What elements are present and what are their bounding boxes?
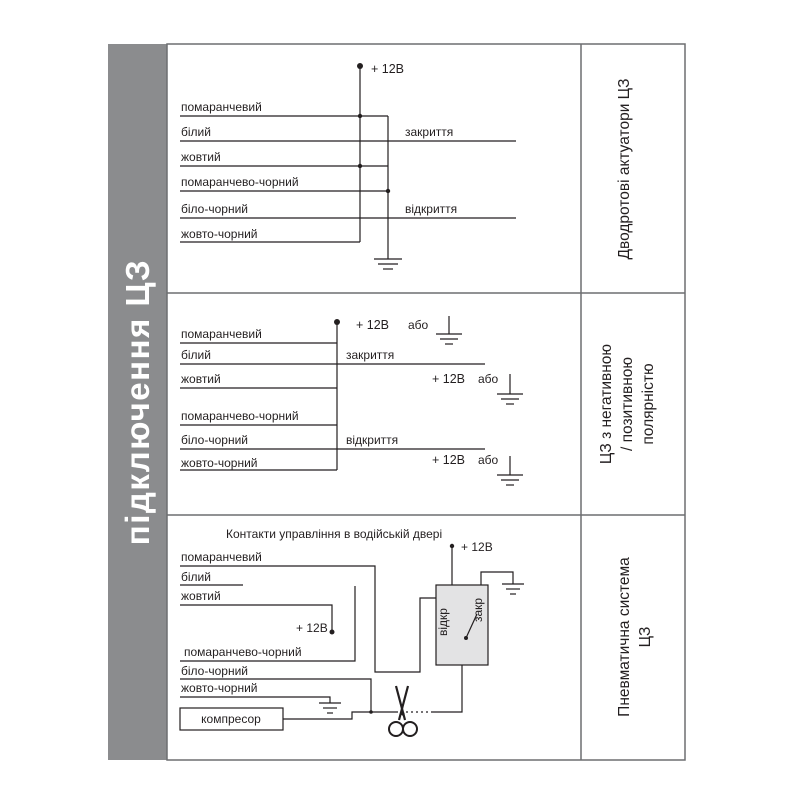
unlock-label: відкриття (346, 433, 398, 447)
wire-label-orange-black: помаранчево-чорний (184, 645, 302, 659)
wire-label-yellow-black: жовто-чорний (181, 681, 257, 695)
wire-label-yellow: жовтий (181, 372, 221, 386)
power-label: + 12В (296, 621, 328, 635)
panel-polarity-locking: + 12В або помаранчевий білий закриття жо… (180, 316, 657, 486)
power-label: + 12В (461, 540, 493, 554)
wire-label-white-black: біло-чорний (181, 433, 248, 447)
wire-label-orange: помаранчевий (181, 550, 262, 564)
panel-caption-line-1: Пневматична система (616, 557, 633, 717)
lock-label: закриття (346, 348, 394, 362)
junction-dot (357, 113, 363, 119)
junction-dot (357, 163, 363, 169)
wire-label-yellow: жовтий (181, 150, 221, 164)
or-label: або (478, 372, 499, 386)
wire-label-yellow: жовтий (181, 589, 221, 603)
junction-dot (329, 629, 335, 635)
panel-caption: Дводротові актуатори ЦЗ (616, 79, 633, 260)
panel-pneumatic-system: Контакти управління в водійській двері +… (179, 527, 654, 737)
wire-label-yellow-black: жовто-чорний (181, 227, 257, 241)
wire-label-white: білий (181, 348, 211, 362)
ground-icon (502, 583, 524, 595)
scissors-icon (388, 685, 418, 737)
panel-caption-line-3: полярністю (640, 363, 657, 444)
door-contacts-header: Контакти управління в водійській двері (226, 527, 442, 541)
outer-frame (166, 43, 686, 761)
panel-two-wire-actuators: + 12В помаранчевий білий закриття жовтий… (180, 62, 633, 270)
wire-label-orange: помаранчевий (181, 100, 262, 114)
switch-ground-wire (480, 571, 514, 585)
lock-label: закриття (405, 125, 453, 139)
wire-label-orange-black: помаранчево-чорний (181, 175, 299, 189)
switch-return-wire (433, 665, 463, 713)
wire-label-orange-black: помаранчево-чорний (181, 409, 299, 423)
sidebar: підключення ЦЗ (108, 44, 167, 760)
wire-orange (180, 565, 436, 673)
wire-label-white: білий (181, 125, 211, 139)
wire-label-yellow-black: жовто-чорний (181, 456, 257, 470)
ground-icon (497, 456, 523, 486)
or-label: або (408, 318, 429, 332)
panel-caption-line-2: / позитивною (619, 357, 636, 451)
wire-label-white-black: біло-чорний (181, 202, 248, 216)
wire-yellow (180, 604, 333, 632)
ground-icon (497, 374, 523, 405)
wire-white-black (180, 678, 372, 712)
compressor-wire (283, 711, 371, 720)
close-contact-label: закр (471, 598, 485, 622)
junction-dot (385, 188, 391, 194)
wire-orange-black (180, 586, 356, 662)
unlock-label: відкриття (405, 202, 457, 216)
compressor-label: компресор (201, 712, 261, 726)
wire-label-orange: помаранчевий (181, 327, 262, 341)
ground-icon (436, 316, 462, 345)
ground-icon (374, 258, 402, 270)
power-label: + 12В (356, 318, 389, 332)
switch-icon (464, 613, 478, 640)
wire-yellow-black (180, 696, 331, 703)
power-label: + 12В (432, 372, 465, 386)
power-label: + 12В (432, 453, 465, 467)
ground-icon (319, 702, 341, 714)
wire-label-white-black: біло-чорний (181, 664, 248, 678)
switch-box (435, 584, 489, 666)
open-contact-label: відкр (436, 608, 450, 636)
power-label: + 12В (371, 62, 404, 76)
or-label: або (478, 453, 499, 467)
panel-caption-line-2: ЦЗ (637, 627, 654, 648)
panel-caption-line-1: ЦЗ з негативною (598, 344, 615, 464)
wire-label-white: білий (181, 570, 211, 584)
